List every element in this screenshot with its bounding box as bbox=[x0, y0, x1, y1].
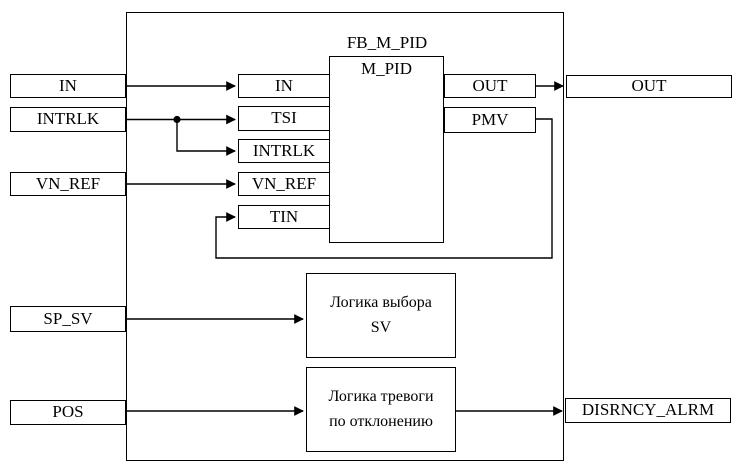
pid-input-tsi: TSI bbox=[238, 106, 330, 131]
sv-logic-line1: Логика выбора bbox=[330, 293, 432, 311]
mpid-block-title: M_PID bbox=[360, 59, 412, 78]
alarm-logic-line1: Логика тревоги bbox=[328, 387, 434, 405]
wire-intrlk-branch bbox=[176, 119, 236, 156]
external-input-in: IN bbox=[10, 74, 126, 98]
pid-input-tin: TIN bbox=[238, 205, 330, 229]
pid-input-in: IN bbox=[238, 74, 330, 98]
wire-pmv-tin-feedback bbox=[215, 118, 553, 259]
outer-block-frame bbox=[126, 12, 564, 461]
external-output-out: OUT bbox=[566, 75, 732, 98]
pid-output-pmv: PMV bbox=[444, 107, 536, 133]
fb-block-title: FB_M_PID bbox=[346, 33, 428, 52]
external-input-sp-sv: SP_SV bbox=[10, 306, 126, 332]
pid-input-vn-ref: VN_REF bbox=[238, 172, 330, 196]
external-input-vn-ref: VN_REF bbox=[10, 172, 126, 196]
sv-selection-logic-box: Логика выбора SV bbox=[306, 273, 456, 358]
sv-logic-line2: SV bbox=[370, 318, 392, 336]
deviation-alarm-logic-box: Логика тревоги по отклонению bbox=[306, 367, 456, 452]
pid-input-intrlk: INTRLK bbox=[238, 139, 330, 163]
mpid-block: M_PID bbox=[329, 56, 444, 243]
external-input-intrlk: INTRLK bbox=[10, 107, 126, 132]
alarm-logic-line2: по отклонению bbox=[329, 412, 433, 430]
external-input-pos: POS bbox=[10, 400, 126, 425]
external-output-disrncy-alrm: DISRNCY_ALRM bbox=[565, 398, 731, 423]
pid-output-out: OUT bbox=[444, 74, 536, 98]
